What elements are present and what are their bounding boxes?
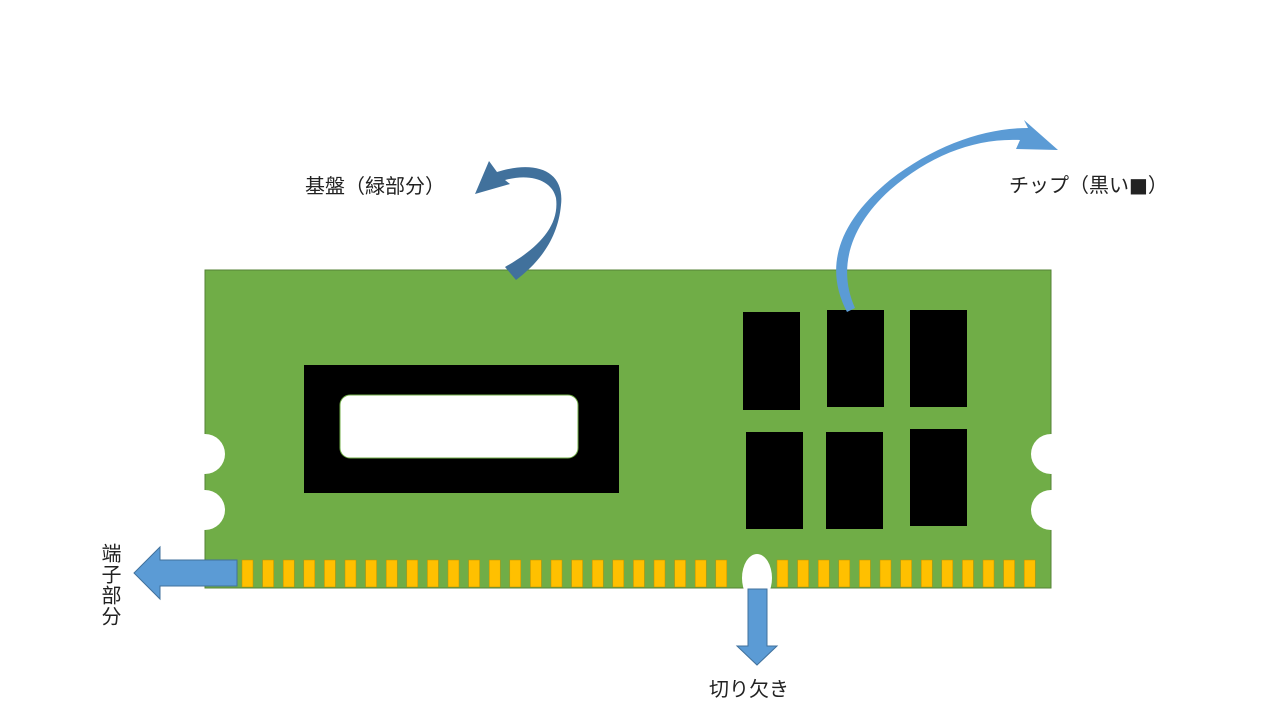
gold-pin xyxy=(262,559,274,588)
gold-pin xyxy=(303,559,316,588)
gold-pin xyxy=(1023,559,1036,588)
board-label: 基盤（緑部分） xyxy=(305,174,445,198)
chip xyxy=(743,312,800,410)
down-arrow-icon xyxy=(735,588,779,666)
gold-pin xyxy=(550,559,563,588)
gold-pin xyxy=(406,559,419,588)
terminal-pins xyxy=(241,559,1036,588)
gold-pin xyxy=(694,559,707,588)
chip-label: チップ（黒い■） xyxy=(1009,173,1168,197)
chip xyxy=(827,310,884,407)
label-window xyxy=(339,394,579,459)
gold-pin xyxy=(612,559,625,588)
chip xyxy=(826,432,883,529)
notch-left-lower xyxy=(185,490,225,530)
curved-arrow-icon xyxy=(475,161,562,280)
gold-pin xyxy=(241,559,254,588)
gold-pin xyxy=(982,559,995,588)
gold-pin xyxy=(365,559,377,588)
gold-pin xyxy=(344,559,357,588)
gold-pin xyxy=(941,559,954,588)
gold-pin xyxy=(488,559,501,588)
terminal-label: 端子部分 xyxy=(98,543,122,627)
gold-pin xyxy=(674,559,686,588)
gold-pin xyxy=(1003,559,1015,588)
gold-pin xyxy=(385,559,398,588)
gold-pin xyxy=(571,559,583,588)
gold-pin xyxy=(633,559,645,588)
left-arrow-icon xyxy=(133,545,238,601)
gold-pin xyxy=(282,559,295,588)
gold-pin xyxy=(900,559,912,588)
chip-group xyxy=(743,310,967,529)
gold-pin xyxy=(324,559,336,588)
gold-pin xyxy=(776,559,789,588)
notch-left-upper xyxy=(185,434,225,474)
gold-pin xyxy=(653,559,666,588)
gold-pin xyxy=(591,559,604,588)
notch-label: 切り欠き xyxy=(709,677,789,701)
gold-pin xyxy=(447,559,460,588)
chip xyxy=(910,310,967,407)
curved-arrow-icon xyxy=(836,120,1058,312)
gold-pin xyxy=(817,559,830,588)
chip xyxy=(910,429,967,526)
gold-pin xyxy=(427,559,439,588)
gold-pin xyxy=(530,559,542,588)
side-notches xyxy=(185,434,1071,530)
gold-pin xyxy=(715,559,728,588)
gold-pin xyxy=(920,559,933,588)
chip xyxy=(746,432,803,529)
gold-pin xyxy=(859,559,871,588)
gold-pin xyxy=(797,559,809,588)
gold-pin xyxy=(509,559,522,588)
gold-pin xyxy=(468,559,480,588)
gold-pin xyxy=(962,559,974,588)
gold-pin xyxy=(879,559,892,588)
notch-right-upper xyxy=(1031,434,1071,474)
gold-pin xyxy=(838,559,851,588)
notch-right-lower xyxy=(1031,490,1071,530)
